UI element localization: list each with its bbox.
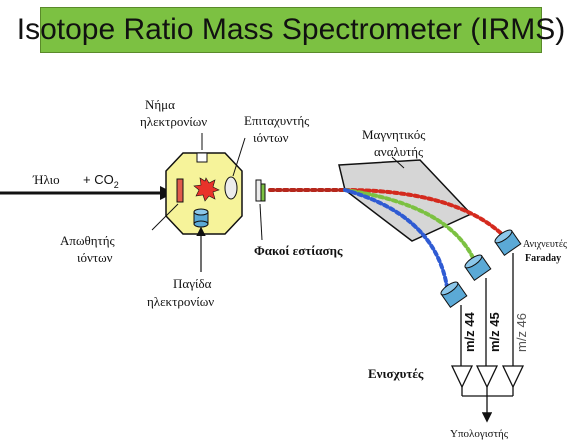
- electron-trap: [193, 208, 209, 228]
- mz46-label: m/z 46: [514, 313, 529, 352]
- trap-label-2: ηλεκτρονίων: [147, 294, 214, 309]
- detectors-label-2: Faraday: [525, 253, 561, 264]
- amplifiers-label: Ενισχυτές: [368, 366, 424, 381]
- mz45-label: m/z 45: [487, 312, 502, 352]
- lenses-label: Φακοί εστίασης: [254, 243, 343, 258]
- ionization-burst-icon: [193, 177, 220, 202]
- detectors-label-1: Ανιχνευτές: [523, 239, 567, 250]
- amplifier-46: [501, 365, 525, 389]
- amplifier-44: [450, 365, 474, 389]
- input-helium-label: Ήλιο: [32, 172, 60, 187]
- accelerator-pointer: [232, 137, 246, 177]
- amplifier-45: [475, 365, 499, 389]
- beam-mz44: [343, 188, 449, 289]
- filament-label-1: Νήμα: [145, 97, 175, 112]
- filament-label-2: ηλεκτρονίων: [140, 114, 207, 129]
- mz44-label: m/z 44: [462, 311, 477, 352]
- repeller-label-2: ιόντων: [77, 250, 113, 265]
- magnet-label-1: Μαγνητικός: [362, 127, 426, 142]
- repeller-label-1: Απωθητής: [60, 233, 116, 248]
- magnet-label-2: αναλυτής: [374, 144, 424, 159]
- repeller-pointer: [151, 203, 179, 231]
- accelerator-label-2: ιόντων: [253, 130, 289, 145]
- faraday-cup-45: [464, 254, 492, 281]
- focusing-lens-2: [260, 183, 266, 202]
- faraday-cup-46: [494, 229, 522, 256]
- ion-accelerator: [224, 176, 238, 200]
- beam-mz46: [343, 188, 510, 242]
- title-banner: Isotope Ratio Mass Spectrometer (IRMS): [17, 7, 565, 53]
- accelerator-label-1: Επιταχυντής: [244, 113, 310, 128]
- input-co2-label: + CO2: [83, 172, 119, 190]
- ion-repeller: [176, 178, 184, 203]
- magnet-pointer: [391, 156, 405, 169]
- electron-filament: [196, 152, 208, 163]
- focusing-lens-1: [255, 179, 262, 202]
- page-title: Isotope Ratio Mass Spectrometer (IRMS): [16, 13, 566, 46]
- computer-label: Υπολογιστής: [450, 428, 509, 440]
- trap-label-1: Παγίδα: [173, 276, 212, 291]
- lens-pointer: [259, 203, 263, 241]
- faraday-cup-44: [440, 281, 468, 308]
- beam-mz45: [343, 188, 477, 264]
